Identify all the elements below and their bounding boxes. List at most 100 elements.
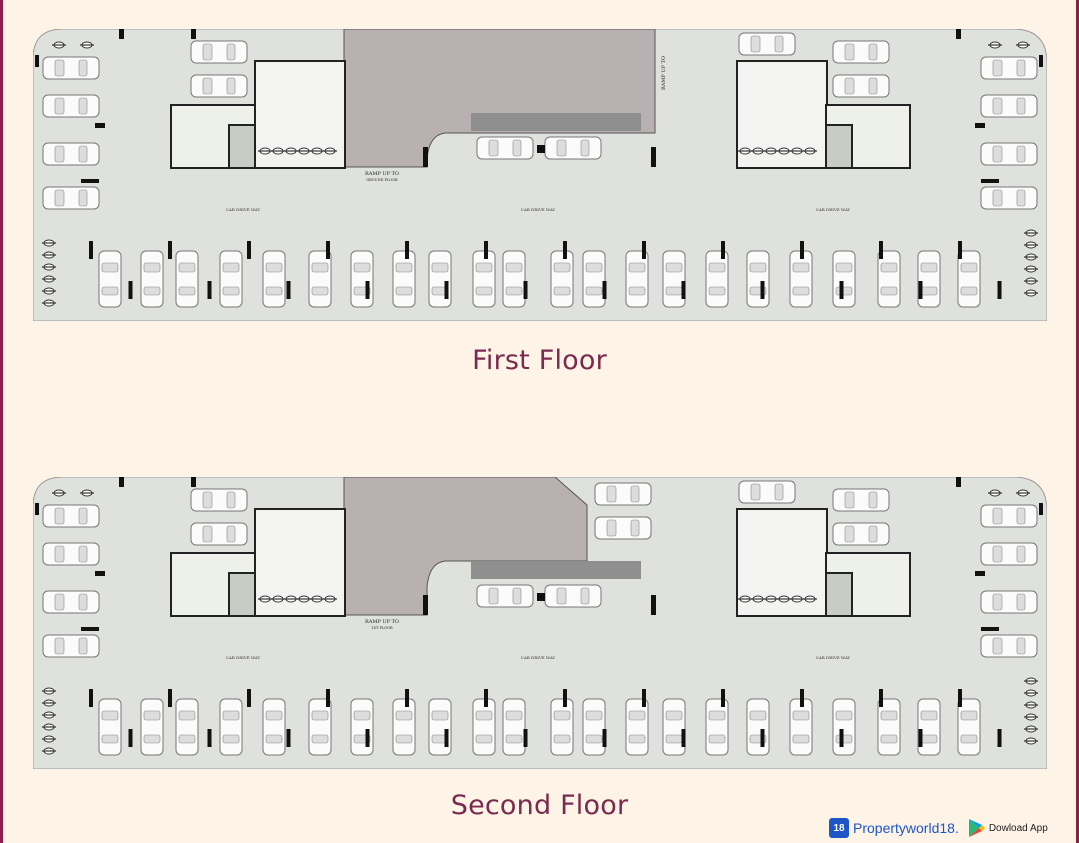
bike-icon xyxy=(52,41,66,49)
column xyxy=(800,689,804,707)
parking-row xyxy=(98,250,981,308)
column xyxy=(247,241,251,259)
bike-icon xyxy=(751,595,765,603)
car-icon xyxy=(980,634,1038,658)
car-icon xyxy=(980,504,1038,528)
column xyxy=(602,281,607,299)
bike-icon xyxy=(42,699,56,707)
car-icon xyxy=(392,698,416,756)
bike-icon xyxy=(284,147,298,155)
bike-icon xyxy=(1024,689,1038,697)
car-icon xyxy=(476,584,534,608)
car-icon xyxy=(832,250,856,308)
download-app-link[interactable]: Dowload App xyxy=(968,818,1048,838)
bike-icon xyxy=(1016,489,1030,497)
column xyxy=(721,689,725,707)
car-icon xyxy=(262,698,286,756)
column xyxy=(423,595,428,615)
car-icon xyxy=(594,482,652,506)
car-icon xyxy=(42,186,100,210)
bike-icon xyxy=(1024,241,1038,249)
parking-top xyxy=(190,32,890,160)
car-icon xyxy=(957,250,981,308)
propertyworld-watermark[interactable]: 18 Propertyworld18. Dowload App xyxy=(829,816,1048,840)
column xyxy=(523,729,528,747)
car-icon xyxy=(42,504,100,528)
car-icon xyxy=(738,32,796,56)
car-icon xyxy=(190,74,248,98)
column xyxy=(523,281,528,299)
car-icon xyxy=(980,56,1038,80)
car-icon xyxy=(219,698,243,756)
bike-parking xyxy=(42,41,1038,307)
bike-icon xyxy=(1024,725,1038,733)
column xyxy=(721,241,725,259)
column xyxy=(405,241,409,259)
bike-icon xyxy=(1016,41,1030,49)
column xyxy=(997,729,1002,747)
bike-icon xyxy=(297,595,311,603)
ramp-right-strip xyxy=(471,561,641,579)
car-icon xyxy=(308,250,332,308)
car-icon xyxy=(980,590,1038,614)
bike-icon xyxy=(80,489,94,497)
car-icon xyxy=(308,698,332,756)
column xyxy=(444,281,449,299)
bike-icon xyxy=(790,147,804,155)
parking-right-column xyxy=(980,56,1038,210)
column xyxy=(800,241,804,259)
column xyxy=(168,241,172,259)
column xyxy=(365,729,370,747)
car-icon xyxy=(980,142,1038,166)
car-icon xyxy=(625,698,649,756)
columns xyxy=(35,477,1043,747)
bike-icon xyxy=(52,489,66,497)
bike-icon xyxy=(310,147,324,155)
column xyxy=(956,477,961,487)
column xyxy=(191,29,196,39)
drive-label-3: CAR DRIVE WAY xyxy=(816,207,851,212)
bike-icon xyxy=(988,489,1002,497)
car-icon xyxy=(190,488,248,512)
bike-icon xyxy=(803,595,817,603)
column xyxy=(191,477,196,487)
columns xyxy=(35,29,1043,299)
bike-icon xyxy=(42,263,56,271)
column xyxy=(484,241,488,259)
bike-icon xyxy=(271,147,285,155)
car-icon xyxy=(957,698,981,756)
car-icon xyxy=(544,584,602,608)
bike-icon xyxy=(42,687,56,695)
car-icon xyxy=(219,250,243,308)
car-icon xyxy=(832,74,890,98)
column xyxy=(365,281,370,299)
bike-icon xyxy=(1024,737,1038,745)
bike-icon xyxy=(790,595,804,603)
bike-icon xyxy=(988,41,1002,49)
car-icon xyxy=(832,488,890,512)
car-icon xyxy=(140,250,164,308)
download-app-label: Dowload App xyxy=(988,822,1048,834)
bike-icon xyxy=(1024,265,1038,273)
column xyxy=(918,729,923,747)
bike-icon xyxy=(764,595,778,603)
car-icon xyxy=(175,250,199,308)
column xyxy=(207,729,212,747)
car-icon xyxy=(738,480,796,504)
column xyxy=(95,123,105,128)
column xyxy=(326,241,330,259)
car-icon xyxy=(350,250,374,308)
bike-icon xyxy=(42,711,56,719)
car-icon xyxy=(877,698,901,756)
ramp-label: RAMP UP TO xyxy=(365,171,399,177)
bike-icon xyxy=(777,595,791,603)
car-icon xyxy=(917,250,941,308)
bike-icon xyxy=(42,299,56,307)
bike-icon xyxy=(1024,701,1038,709)
first-floor-plan: RAMP UP TO GROUND FLOOR RAMP UP TO CAR D… xyxy=(33,29,1047,321)
car-icon xyxy=(42,542,100,566)
drive-label-1: CAR DRIVE WAY xyxy=(226,207,261,212)
column xyxy=(128,281,133,299)
car-icon xyxy=(350,698,374,756)
column xyxy=(651,595,656,615)
